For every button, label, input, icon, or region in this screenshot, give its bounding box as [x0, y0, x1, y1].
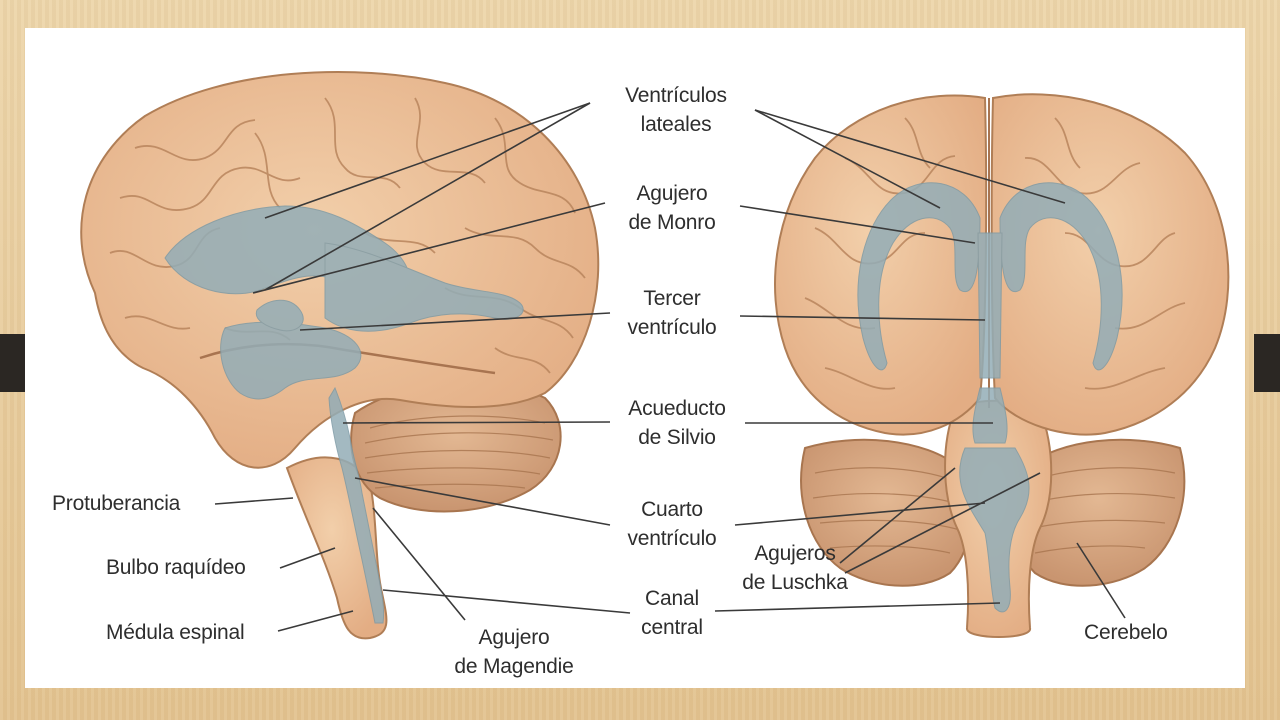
- label-agujeros-luschka: Agujeros de Luschka: [742, 539, 848, 597]
- label-ventriculos-laterales-line1: Ventrículos: [625, 84, 727, 107]
- label-agujero-magendie: Agujero de Magendie: [454, 623, 573, 681]
- label-acueducto-silvio-line2: de Silvio: [638, 426, 716, 449]
- lateral-ventricles: [164, 205, 524, 624]
- right-accent-bar: [1254, 334, 1280, 392]
- label-acueducto-silvio-line1: Acueducto: [628, 397, 726, 420]
- label-agujeros-luschka-line1: Agujeros: [754, 542, 836, 565]
- lateral-brain: [80, 71, 600, 640]
- ventricular-system-diagram: [80, 71, 1230, 640]
- label-agujeros-luschka-line2: de Luschka: [742, 571, 848, 594]
- label-canal-central-line1: Canal: [645, 587, 699, 610]
- slide-card: Ventrículos lateales Agujero de Monro Te…: [25, 28, 1245, 688]
- left-accent-bar: [0, 334, 26, 392]
- label-bulbo-raquideo: Bulbo raquídeo: [106, 556, 246, 579]
- label-medula-espinal: Médula espinal: [106, 621, 245, 644]
- leader-lines: [214, 102, 1126, 632]
- label-cuarto-ventriculo: Cuarto ventrículo: [627, 495, 716, 553]
- label-cuarto-ventriculo-line2: ventrículo: [627, 527, 717, 550]
- label-acueducto-silvio: Acueducto de Silvio: [628, 394, 726, 452]
- label-ventriculos-laterales-line2: lateales: [640, 113, 712, 136]
- label-tercer-ventriculo-line2: ventrículo: [627, 316, 717, 339]
- label-agujero-monro-line1: Agujero: [636, 182, 708, 205]
- label-protuberancia: Protuberancia: [52, 492, 181, 515]
- label-agujero-monro-line2: de Monro: [628, 211, 716, 234]
- label-cerebelo: Cerebelo: [1084, 621, 1168, 644]
- label-canal-central: Canal central: [641, 584, 703, 642]
- label-agujero-monro: Agujero de Monro: [628, 179, 715, 237]
- label-tercer-ventriculo-line1: Tercer: [643, 287, 701, 310]
- label-cuarto-ventriculo-line1: Cuarto: [641, 498, 703, 521]
- label-canal-central-line2: central: [641, 616, 703, 639]
- label-agujero-magendie-line1: Agujero: [478, 626, 550, 649]
- label-tercer-ventriculo: Tercer ventrículo: [627, 284, 716, 342]
- label-agujero-magendie-line2: de Magendie: [454, 655, 574, 678]
- label-ventriculos-laterales: Ventrículos lateales: [625, 81, 727, 139]
